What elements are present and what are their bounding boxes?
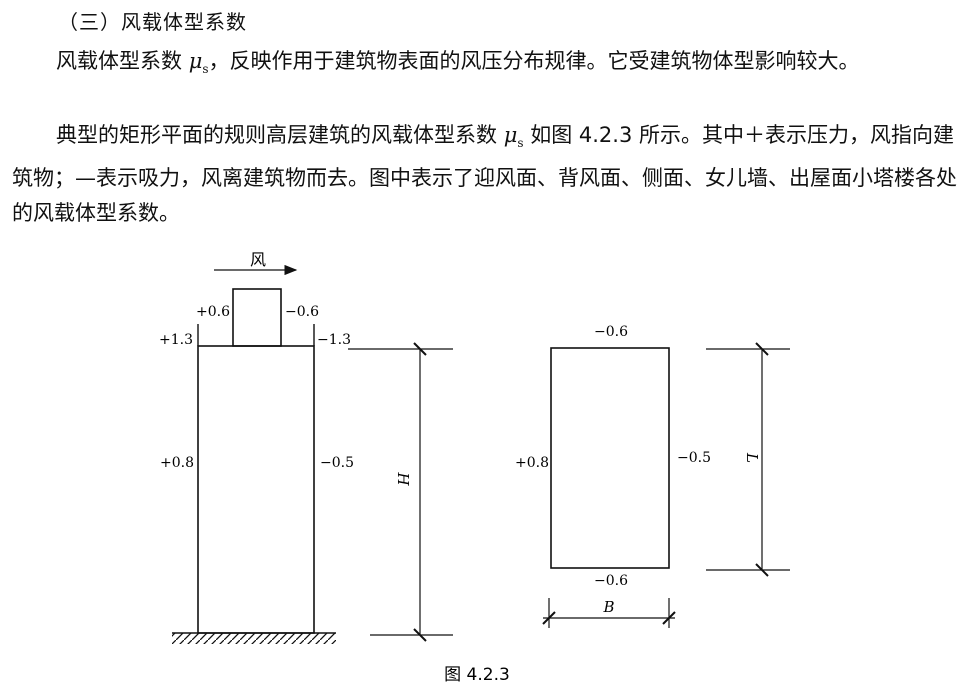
figure-caption: 图 4.2.3 xyxy=(444,665,510,685)
length-tick-bottom xyxy=(755,563,769,577)
mu-symbol: μs xyxy=(188,49,209,77)
length-label: L xyxy=(743,452,761,463)
section-heading: （三）风载体型系数 xyxy=(58,10,247,34)
tower-windward-coefficient: +0.6 xyxy=(196,304,230,320)
ground-hatch xyxy=(172,633,336,644)
breadth-tick-right xyxy=(662,611,676,625)
plan-windward-coefficient: +0.8 xyxy=(515,455,549,471)
rooftop-tower xyxy=(232,288,282,347)
building-elevation xyxy=(197,345,315,634)
breadth-label: B xyxy=(602,598,614,616)
height-tick-bottom xyxy=(413,628,427,642)
height-label: H xyxy=(394,471,412,486)
parapet-leeward-coefficient: −1.3 xyxy=(317,332,351,348)
paragraph-1-post: ，反映作用于建筑物表面的风压分布规律。它受建筑物体型影响较大。 xyxy=(208,49,860,73)
paragraph-1: 风载体型系数 μs，反映作用于建筑物表面的风压分布规律。它受建筑物体型影响较大。 xyxy=(12,44,960,87)
paragraph-2-post: 如图 4.2.3 所示。其中＋表示压力，风指向建筑物；—表示吸力，风离建筑物而去… xyxy=(12,123,957,226)
plan-bottom-coefficient: −0.6 xyxy=(594,573,628,589)
windward-coefficient: +0.8 xyxy=(160,455,194,471)
plan-leeward-coefficient: −0.5 xyxy=(677,450,711,466)
mu-symbol: μs xyxy=(503,123,524,151)
parapet-windward-coefficient: +1.3 xyxy=(159,332,193,348)
tower-leeward-coefficient: −0.6 xyxy=(285,304,319,320)
building-plan xyxy=(550,347,670,569)
paragraph-2: 典型的矩形平面的规则高层建筑的风载体型系数 μs 如图 4.2.3 所示。其中＋… xyxy=(12,118,960,231)
breadth-tick-left xyxy=(542,611,556,625)
paragraph-2-pre: 典型的矩形平面的规则高层建筑的风载体型系数 xyxy=(56,123,504,147)
height-tick-top xyxy=(413,342,427,356)
leeward-coefficient: −0.5 xyxy=(320,455,354,471)
length-tick-top xyxy=(755,342,769,356)
wind-label: 风 xyxy=(250,250,266,269)
paragraph-1-pre: 风载体型系数 xyxy=(56,49,189,73)
plan-top-coefficient: −0.6 xyxy=(594,324,628,340)
